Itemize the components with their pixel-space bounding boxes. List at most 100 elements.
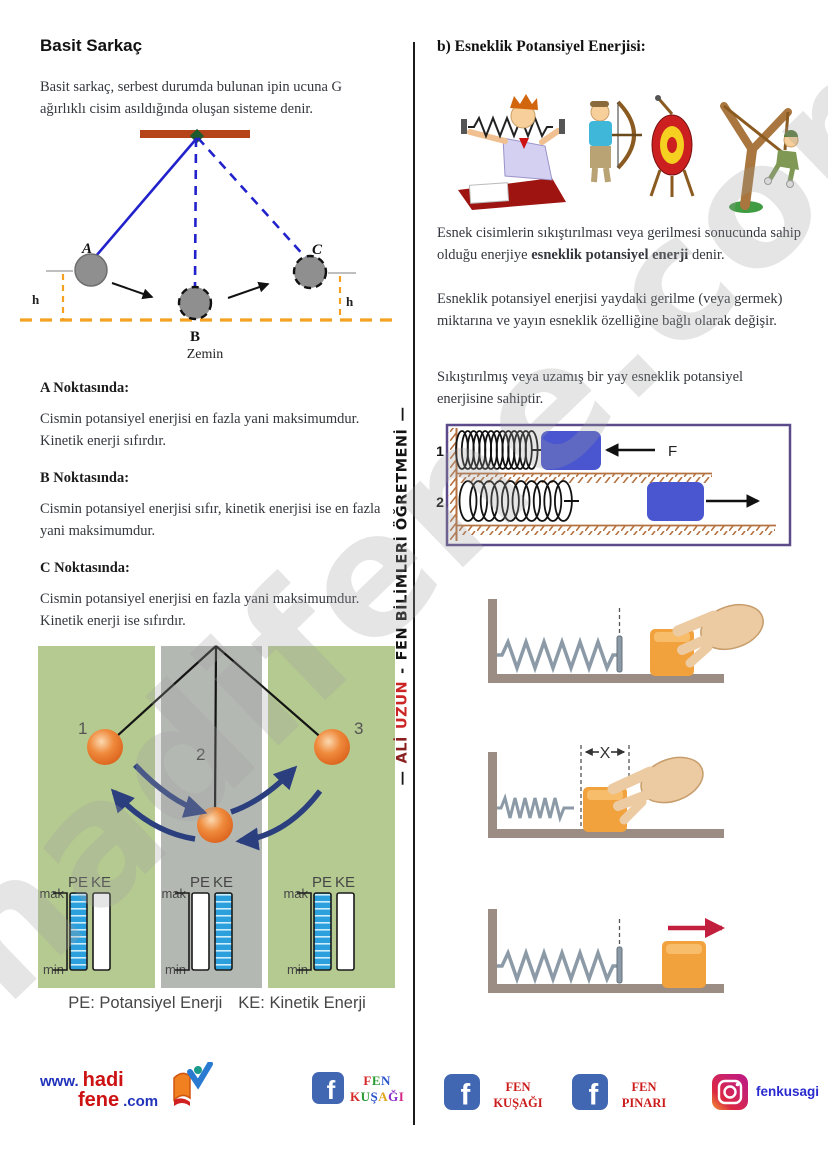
section-a-body: Cismin potansiyel enerjisi en fazla yani…	[40, 411, 360, 450]
slingshot-cartoon	[720, 102, 799, 213]
hadifene-book-icon	[173, 1062, 213, 1106]
pos-label-2: 2	[196, 745, 205, 764]
stretched-spring-row	[457, 480, 776, 535]
floor-hatch-1	[457, 474, 712, 483]
spring-scene-relaxed	[488, 599, 764, 683]
pe-label: PE	[312, 874, 332, 891]
archer-cartoon	[589, 95, 695, 197]
force-label: F	[668, 443, 677, 460]
pos-label-3: 3	[354, 719, 363, 738]
logo-www: www.	[40, 1073, 79, 1090]
pe-bar	[191, 892, 210, 971]
label-zemin: Zemin	[187, 347, 224, 362]
credit-dash-end: —	[394, 406, 411, 422]
pe-bar	[313, 892, 332, 971]
mak-label: mak	[161, 886, 186, 901]
hadifene-logo: www. hadi fene .com	[40, 1070, 158, 1110]
ke-label: KE	[213, 874, 233, 891]
spring-scene-compressed: X	[488, 745, 724, 838]
section-c-body: Cismin potansiyel enerjisi en fazla yani…	[40, 591, 360, 630]
spring-plate	[616, 946, 623, 984]
blue-block-1	[541, 431, 601, 470]
instagram-handle: fenkusagi	[756, 1084, 820, 1099]
ball-a	[74, 253, 108, 287]
kusagi-line: KUŞAĞI	[493, 1095, 543, 1110]
spring-force-diagram: 1 2 F	[436, 423, 792, 547]
blue-block-2	[647, 482, 704, 521]
pe-bar	[69, 892, 88, 971]
kusagi-line: KUŞAĞI	[350, 1088, 405, 1104]
compressed-spring	[497, 793, 574, 823]
fen-kusagi-logo: FEN KUŞAĞI	[350, 1073, 404, 1104]
floor-hatch-2	[457, 526, 775, 535]
column-divider	[413, 42, 415, 1125]
compression-distance-label: X	[600, 745, 611, 762]
bar-panel-2: PE KE mak min	[161, 874, 233, 977]
arrow-a-to-b	[111, 282, 154, 300]
block-highlight	[666, 944, 702, 954]
energy-diagram: 1 2 3 PE KE mak min PE KE mak min P	[38, 645, 395, 988]
wall	[488, 599, 497, 681]
bar-panel-3: PE KE mak min	[283, 874, 355, 977]
fen-line: FEN	[505, 1080, 531, 1094]
right-para-2: Esneklik potansiyel enerjisi yaydaki ger…	[437, 291, 783, 330]
section-a-heading: A Noktasında:	[40, 380, 130, 396]
credit-first-name: ALİ	[394, 736, 411, 764]
facebook-icon: f	[572, 1074, 608, 1110]
ball-c	[292, 254, 328, 290]
mak-label: mak	[283, 886, 308, 901]
string-2	[213, 645, 218, 819]
swing-arrow-2to1	[110, 788, 196, 842]
string-1	[104, 645, 217, 748]
pinari-line: PINARI	[621, 1095, 667, 1110]
facebook-icon: f	[444, 1074, 480, 1110]
fen-kusagi-label: FEN KUŞAĞI	[488, 1080, 548, 1111]
facebook-f-glyph: f	[327, 1075, 336, 1104]
chest-expander-cartoon	[458, 94, 566, 210]
relaxed-spring	[497, 636, 621, 674]
pe-label: PE	[68, 874, 88, 891]
right-title: b) Esneklik Potansiyel Enerjisi:	[437, 38, 646, 55]
label-a: A	[81, 241, 92, 257]
para1-pre: Esnek cisimlerin sıkıştırılması veya ger…	[437, 225, 802, 264]
facebook-icon: f	[312, 1072, 344, 1104]
row1-number: 1	[436, 443, 444, 459]
credit-dash-start: —	[394, 770, 411, 786]
fen-line: FEN	[363, 1073, 391, 1088]
logo-com: .com	[123, 1093, 159, 1110]
caption-ke: KE: Kinetik Enerji	[238, 994, 366, 1012]
row2-number: 2	[436, 494, 444, 510]
pe-label: PE	[190, 874, 210, 891]
author-credit: — ALİ UZUN - FEN BİLİMLERİ ÖĞRETMENİ —	[388, 394, 418, 799]
facebook-f-glyph: f	[461, 1079, 471, 1110]
ke-bar	[92, 892, 111, 971]
left-intro: Basit sarkaç, serbest durumda bulunan ip…	[40, 79, 343, 118]
logo-hadi: hadi	[82, 1069, 124, 1091]
elasticity-cartoons	[458, 94, 799, 213]
energy-ball-1	[87, 729, 123, 765]
section-b-body: Cismin potansiyel enerjisi sıfır, kineti…	[40, 501, 381, 540]
ke-bar	[336, 892, 355, 971]
spring-plate	[616, 635, 623, 673]
facebook-f-glyph: f	[589, 1079, 599, 1110]
ball-b	[177, 285, 213, 321]
relaxed-spring	[497, 947, 621, 985]
credit-title: FEN BİLİMLERİ ÖĞRETMENİ	[394, 428, 411, 661]
string-b	[193, 137, 198, 287]
pos-label-1: 1	[78, 719, 87, 738]
para1-bold-term: esneklik potansiyel enerji	[531, 247, 689, 264]
label-h-right: h	[346, 294, 354, 309]
wall	[488, 752, 497, 834]
fen-pinari-label: FEN PINARI	[614, 1080, 674, 1111]
swing-arrow-2to3	[230, 765, 298, 815]
spring-scene-released	[488, 909, 726, 993]
ground	[488, 829, 724, 838]
scale-bracket	[175, 892, 190, 971]
para1-post: denir.	[688, 247, 725, 264]
ground	[488, 674, 724, 683]
compressed-spring-row: F	[455, 430, 712, 483]
logo-fene: fene	[78, 1089, 120, 1111]
hand	[672, 603, 764, 668]
wall-hatch	[448, 428, 456, 541]
